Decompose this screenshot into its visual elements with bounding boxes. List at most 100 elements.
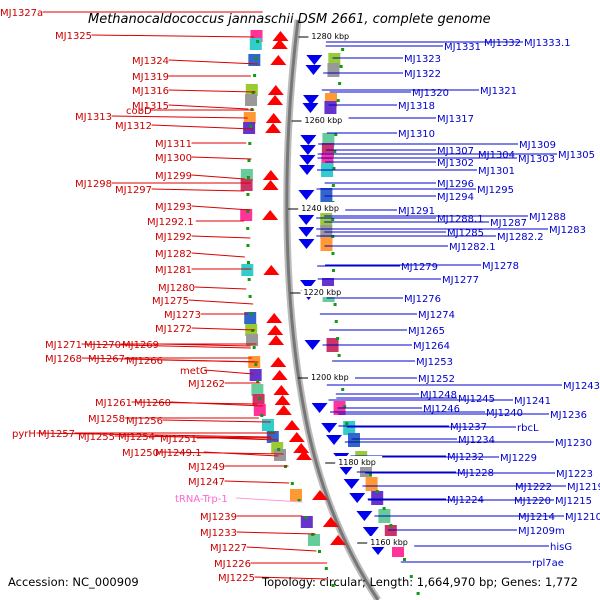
left-gene-label-mj1315: MJ1315 (132, 101, 169, 112)
right-gene-label-mj1220: MJ1220 (514, 496, 551, 507)
reverse-gene-arrow (300, 135, 317, 145)
right-gene-label-mj1223: MJ1223 (556, 469, 593, 480)
right-gene-label-mj1237: MJ1237 (450, 422, 487, 433)
track-dot (247, 278, 251, 281)
left-leader-line (236, 531, 316, 535)
track-dot (258, 397, 262, 400)
left-leader-line (191, 205, 251, 211)
left-gene-box (250, 30, 263, 42)
left-gene-label-mj1258: MJ1258 (88, 414, 125, 425)
track-dot (247, 159, 251, 162)
track-dot (338, 82, 342, 85)
track-dot (249, 125, 253, 128)
right-gene-label-mj1302: MJ1302 (437, 158, 474, 169)
kbp-label: 1260 kbp (305, 116, 343, 125)
right-gene-box (343, 421, 356, 435)
right-gene-label-mj1301: MJ1301 (478, 166, 515, 177)
map-title: Methanocaldococcus jannaschii DSM 2661, … (88, 12, 491, 27)
track-dot (375, 490, 379, 493)
reverse-gene-arrow (305, 65, 322, 75)
kbp-label: 1180 kbp (338, 458, 376, 467)
right-gene-label-mj1322: MJ1322 (404, 69, 441, 80)
left-leader-line (91, 34, 255, 38)
track-dot (355, 439, 359, 442)
reverse-gene-arrow (299, 155, 316, 165)
right-gene-label-mj1291: MJ1291 (398, 206, 435, 217)
forward-gene-arrow (266, 313, 283, 323)
track-dot (256, 380, 260, 383)
forward-gene-arrow (293, 443, 310, 453)
right-gene-label-mj1285: MJ1285 (447, 228, 484, 239)
right-gene-label-mj1317: MJ1317 (437, 114, 474, 125)
track-dot (333, 303, 337, 306)
forward-gene-arrow (271, 370, 288, 380)
left-gene-label-mj1311: MJ1311 (155, 139, 192, 150)
right-gene-label-mj1282-1: MJ1282.1 (449, 242, 496, 253)
left-leader-line (111, 115, 248, 119)
track-dot (277, 448, 281, 451)
right-gene-label-mj1209m: MJ1209m (518, 526, 565, 537)
right-gene-label-mj1234: MJ1234 (458, 435, 495, 446)
left-gene-label-mj1257: MJ1257 (38, 429, 75, 440)
leader-layer (36, 11, 566, 580)
track-dot (248, 142, 252, 145)
reverse-gene-arrow (338, 465, 354, 475)
right-gene-label-mj1283: MJ1283 (549, 225, 586, 236)
track-dot (337, 354, 341, 357)
forward-gene-arrow (273, 385, 290, 395)
track-dot (336, 99, 340, 102)
right-gene-label-mj1253: MJ1253 (416, 357, 453, 368)
right-gene-box (371, 491, 384, 505)
left-gene-label-mj1297: MJ1297 (115, 185, 152, 196)
track-dot (332, 167, 336, 170)
reverse-gene-arrow (370, 545, 386, 555)
right-gene-label-mj1304: MJ1304 (478, 150, 515, 161)
kbp-label: 1200 kbp (311, 373, 349, 382)
left-gene-label-mj1251: MJ1251 (160, 434, 197, 445)
left-gene-label-mj1255: MJ1255 (78, 432, 115, 443)
left-gene-box (253, 404, 266, 416)
left-leader-line (168, 104, 249, 110)
reverse-gene-arrow (298, 239, 315, 249)
track-dot (324, 567, 328, 570)
left-gene-label-mj1280: MJ1280 (158, 283, 195, 294)
track-dot (331, 584, 335, 587)
track-dot (416, 592, 420, 595)
left-gene-label-mj1266: MJ1266 (126, 356, 163, 367)
right-gene-box (324, 101, 337, 115)
forward-gene-arrow (284, 420, 300, 430)
label-layer: MJ1327aMJ1325MJ1324MJ1319MJ1316MJ1315cob… (0, 8, 600, 584)
reverse-gene-arrow (302, 103, 319, 113)
kbp-label: 1160 kbp (370, 538, 408, 547)
right-gene-label-mj1288-1: MJ1288.1 (437, 214, 484, 225)
left-gene-label-mj1275: MJ1275 (152, 296, 189, 307)
right-gene-box (320, 188, 333, 202)
right-gene-label-mj1296: MJ1296 (437, 179, 474, 190)
left-leader-line (191, 327, 256, 331)
track-dot (252, 346, 256, 349)
left-gene-label-mj1260: MJ1260 (134, 398, 171, 409)
right-gene-label-rbcl: rbcL (517, 423, 539, 434)
kbp-label-bg (336, 456, 383, 467)
left-gene-label-mj1225: MJ1225 (218, 573, 255, 584)
left-gene-label-mj1268: MJ1268 (45, 354, 82, 365)
left-gene-box (249, 369, 262, 381)
left-gene-label-mj1273: MJ1273 (164, 310, 201, 321)
forward-gene-arrow (274, 395, 291, 405)
left-leader-line (151, 124, 254, 130)
right-gene-label-mj1294: MJ1294 (437, 192, 474, 203)
left-gene-label-mj1250: MJ1250 (122, 448, 159, 459)
left-leader-line (168, 59, 259, 65)
left-gene-label-mj1293: MJ1293 (155, 202, 192, 213)
reverse-gene-arrow (298, 215, 315, 225)
right-gene-label-mj1228: MJ1228 (457, 468, 494, 479)
left-gene-label-mj1270: MJ1270 (84, 340, 121, 351)
track-dot (382, 507, 386, 510)
reverse-gene-arrow (356, 511, 373, 521)
reverse-gene-arrow (303, 95, 320, 105)
forward-gene-arrow (262, 210, 279, 220)
forward-gene-arrow (330, 535, 346, 545)
forward-gene-arrow (265, 123, 282, 133)
forward-gene-arrow (270, 357, 287, 367)
left-gene-label-mj1226: MJ1226 (214, 559, 251, 570)
